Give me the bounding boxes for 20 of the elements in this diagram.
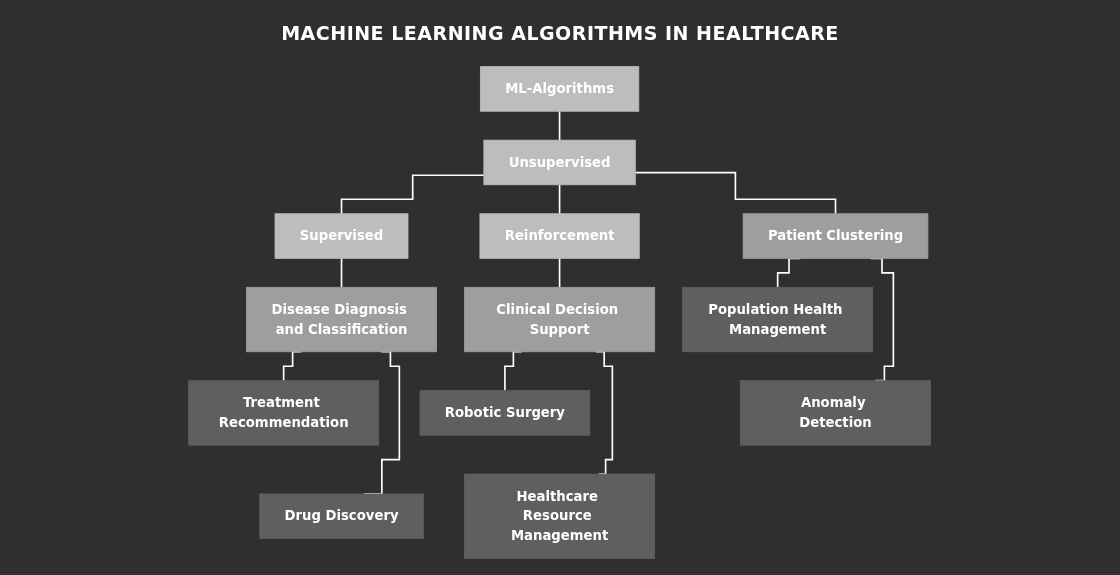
node-box: ML-Algorithms [480, 66, 640, 112]
connector [634, 171, 837, 215]
node-box: Anomaly Detection [740, 380, 932, 446]
node-box: Reinforcement [479, 213, 641, 259]
node-box: Disease Diagnosis and Classification [246, 286, 438, 353]
connector [559, 183, 561, 215]
node-box: Population Health Management [682, 286, 874, 353]
connector [341, 174, 486, 215]
node-box: Clinical Decision Support [464, 286, 656, 353]
node-box: Healthcare Resource Management [464, 473, 656, 559]
node-box: Robotic Surgery [420, 390, 591, 436]
node-box: Treatment Recommendation [188, 380, 380, 446]
diagram-title: MACHINE LEARNING ALGORITHMS IN HEALTHCARE [280, 22, 840, 44]
node-box: Unsupervised [483, 139, 637, 186]
connector [559, 257, 561, 289]
connector [559, 110, 561, 141]
node-box: Drug Discovery [259, 493, 425, 539]
connector [341, 257, 343, 289]
node-box: Supervised [275, 213, 409, 259]
node-box: Patient Clustering [743, 213, 929, 259]
